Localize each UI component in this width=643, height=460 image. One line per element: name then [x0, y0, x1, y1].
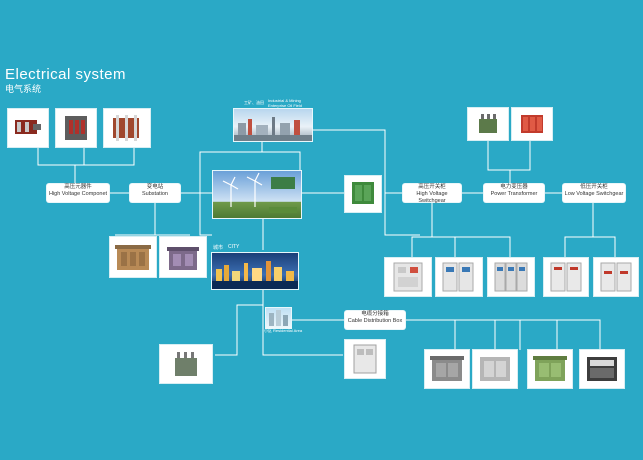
page-title: Electrical system — [5, 66, 127, 83]
industrial-label-cn: 工矿、油田 — [244, 100, 264, 105]
node-label-cn: 电缆分接箱 — [361, 311, 389, 317]
node-label-en: High Voltage Switchgear — [416, 191, 448, 204]
city-skyline-image — [212, 261, 298, 289]
dry-transformer-icon — [521, 115, 543, 133]
oil-transformer-icon — [479, 114, 497, 133]
transformer-card-1 — [468, 108, 508, 140]
switchgear-icon — [442, 262, 474, 292]
industrial-label-en: Industrial & Mining Enterprise Oil Field — [268, 98, 303, 108]
lv-cabinet-icon — [600, 262, 632, 292]
hv-switchgear-card-1 — [385, 258, 431, 296]
hv-component-card-2 — [56, 109, 96, 147]
substation-card-2 — [160, 237, 206, 277]
node-label-en: Low Voltage Switchgear — [564, 191, 624, 197]
city-label-cn: 城市 — [213, 245, 224, 251]
residential-label-cn: 小区 — [264, 328, 272, 333]
lv-cabinet-icon — [550, 262, 582, 292]
residential-photo — [265, 307, 292, 329]
city-label-en: CITY — [228, 244, 240, 250]
node-lv-switchgear: 低压开关柜 Low Voltage Switchgear — [563, 184, 625, 202]
refinery-image — [234, 117, 312, 141]
node-high-voltage-component: 高压元器件 High Voltage Componet — [47, 184, 109, 202]
hv-component-card-3 — [104, 109, 150, 147]
prefab-box-card — [345, 176, 381, 212]
cable-box-card-4 — [580, 350, 624, 388]
hv-switchgear-card-2 — [436, 258, 482, 296]
prefab-substation-icon — [115, 245, 151, 270]
box-substation-icon — [167, 247, 199, 270]
cable-box-icon — [480, 357, 510, 381]
node-label-cn: 电力变压器 — [500, 184, 528, 190]
node-label-cn: 高压开关柜 — [418, 184, 446, 190]
node-label-en: Substation — [142, 191, 168, 197]
transformer-icon — [175, 352, 197, 376]
residential-building-image — [269, 310, 288, 326]
meter-panel-icon — [587, 357, 617, 381]
cable-box-card-1 — [425, 350, 469, 388]
node-label-cn: 高压元器件 — [64, 184, 92, 190]
residential-label-en: Residential Area — [273, 328, 303, 333]
green-box-icon — [352, 182, 374, 204]
breaker-icon — [15, 120, 41, 134]
switchgear-icon — [393, 262, 423, 292]
wind-farm-photo — [212, 170, 302, 219]
switchgear-icon — [494, 262, 528, 292]
cable-box-icon — [430, 356, 464, 381]
lv-switchgear-card-1 — [544, 258, 588, 296]
hv-component-card-1 — [8, 109, 48, 147]
node-label-cn: 低压开关柜 — [580, 184, 608, 190]
node-label-en: High Voltage Componet — [48, 191, 108, 197]
cable-box-card-2 — [473, 350, 517, 388]
vacuum-breaker-icon — [65, 116, 87, 140]
page-subtitle: 电气系统 — [5, 84, 42, 94]
hv-switchgear-card-3 — [488, 258, 534, 296]
substation-card-1 — [110, 237, 156, 277]
city-photo — [211, 252, 299, 290]
node-hv-switchgear: 高压开关柜 High Voltage Switchgear — [403, 184, 461, 204]
residential-cabinet-card — [345, 340, 385, 378]
load-switch-icon — [113, 115, 139, 141]
lv-switchgear-card-2 — [594, 258, 638, 296]
node-label-en: Power Transformer — [490, 191, 538, 197]
industrial-photo — [233, 108, 313, 142]
node-cable-distribution-box: 电缆分接箱 Cable Distribution Box — [345, 311, 405, 329]
cabinet-icon — [353, 344, 377, 374]
cable-box-card-3 — [528, 350, 572, 388]
node-label-cn: 变电站 — [146, 184, 164, 190]
node-power-transformer: 电力变压器 Power Transformer — [484, 184, 544, 202]
node-substation: 变电站 Substation — [130, 184, 180, 202]
distribution-transformer-card — [160, 345, 212, 383]
transformer-card-2 — [512, 108, 552, 140]
wind-turbine-image — [222, 172, 297, 213]
cable-box-icon — [533, 356, 567, 381]
node-label-en: Cable Distribution Box — [347, 318, 403, 324]
